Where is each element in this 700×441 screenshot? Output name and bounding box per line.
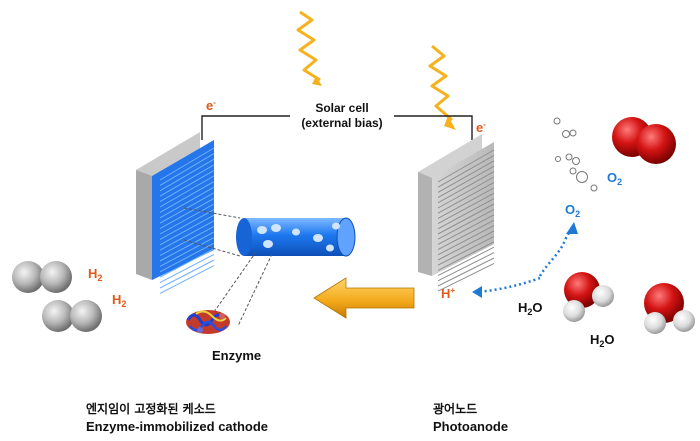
electrode-fin [437,154,495,188]
electrode-fin [159,220,215,251]
electrode-fin [159,253,215,284]
electrode-fin [437,187,495,219]
electrode-fin [159,259,215,289]
electrode-fin [159,214,215,246]
electrode-fin [159,164,215,197]
electrode-fin [437,241,495,271]
zoom-line [183,207,241,219]
electrode-fin [159,225,215,257]
electrode-fin [437,246,495,277]
oxygen-release-arrow [538,227,573,277]
water-label: H2O [518,300,543,317]
oxygen-molecule-icon [612,117,676,164]
enzyme-label: Enzyme [212,348,261,363]
electrode-fin [437,230,495,261]
electrode-fin [437,149,495,183]
electrode-fin [437,160,495,193]
hydrogen-molecule-icon [12,261,72,293]
proton-label: H+ [441,286,455,301]
sun-ray-right-arrowhead [444,116,456,130]
water-molecule-icon [563,272,614,322]
circuit-wire [201,115,473,140]
o2-label: O2 [565,202,580,219]
electrode-fin [437,208,495,240]
water-label: H2O [590,332,615,349]
electrode-fin [437,171,495,204]
electrode-fin [159,186,215,219]
cathode-caption-korean: 엔지임이 고정화된 케소드 [86,402,216,416]
nanowire-cylinder [236,217,356,257]
electrode-fin [159,209,215,240]
electrode-fin [159,237,215,267]
proton-transfer-arrow [313,277,415,319]
electrode-fin [159,231,215,262]
electrode-fin [159,169,215,203]
electrode-fin [437,203,495,235]
cathode-caption-english: Enzyme-immobilized cathode [86,419,269,434]
electrode-fin [437,192,495,225]
electrode-fin [159,175,215,208]
electrode-fin [159,153,215,186]
electrode-fin [159,248,215,278]
enzyme-molecule-icon [186,310,230,334]
electrode-fin [437,219,495,251]
electron-label-cathode: e- [206,98,216,113]
h2-label: H2 [88,266,102,283]
electrode-fin [159,181,215,213]
water-molecule-icon [644,283,695,334]
electrode-fin [437,176,495,209]
electrode-fin [159,192,215,224]
proton-release-arrow [477,276,541,294]
anode-caption-korean: 광어노드 [433,402,478,416]
photoanode-electrode [418,134,495,292]
electrode-fin [159,147,215,181]
cathode-electrode [136,132,215,294]
electrode-fin [159,197,215,230]
electrode-fin [159,265,215,294]
electrode-fin [437,257,495,287]
electrode-fin [159,203,215,235]
sun-ray-left-arrowhead [312,76,322,86]
electrode-fin [437,198,495,230]
solar-cell-label: Solar cell [315,101,368,115]
anode-caption-english: Photoanode [433,419,509,434]
sun-ray-left-icon [296,10,321,82]
o2-label: O2 [607,170,622,187]
h2-label: H2 [112,292,126,309]
zoom-line [213,251,257,313]
oxygen-bubbles [553,117,598,192]
electrode-fin [437,252,495,282]
electrode-fin [437,225,495,256]
sun-ray-right-icon [428,44,453,122]
electrode-fin [437,214,495,245]
zoom-line [237,253,273,327]
electrode-fin [159,242,215,273]
electrode-fin [437,181,495,214]
electrode-fin [437,262,495,292]
electrode-fin [159,158,215,192]
electron-label-anode: e- [476,120,486,135]
electrode-fin [437,165,495,199]
hydrogen-molecule-icon [42,300,102,332]
solar-cell-sublabel: (external bias) [301,116,382,130]
electrode-fin [437,235,495,266]
